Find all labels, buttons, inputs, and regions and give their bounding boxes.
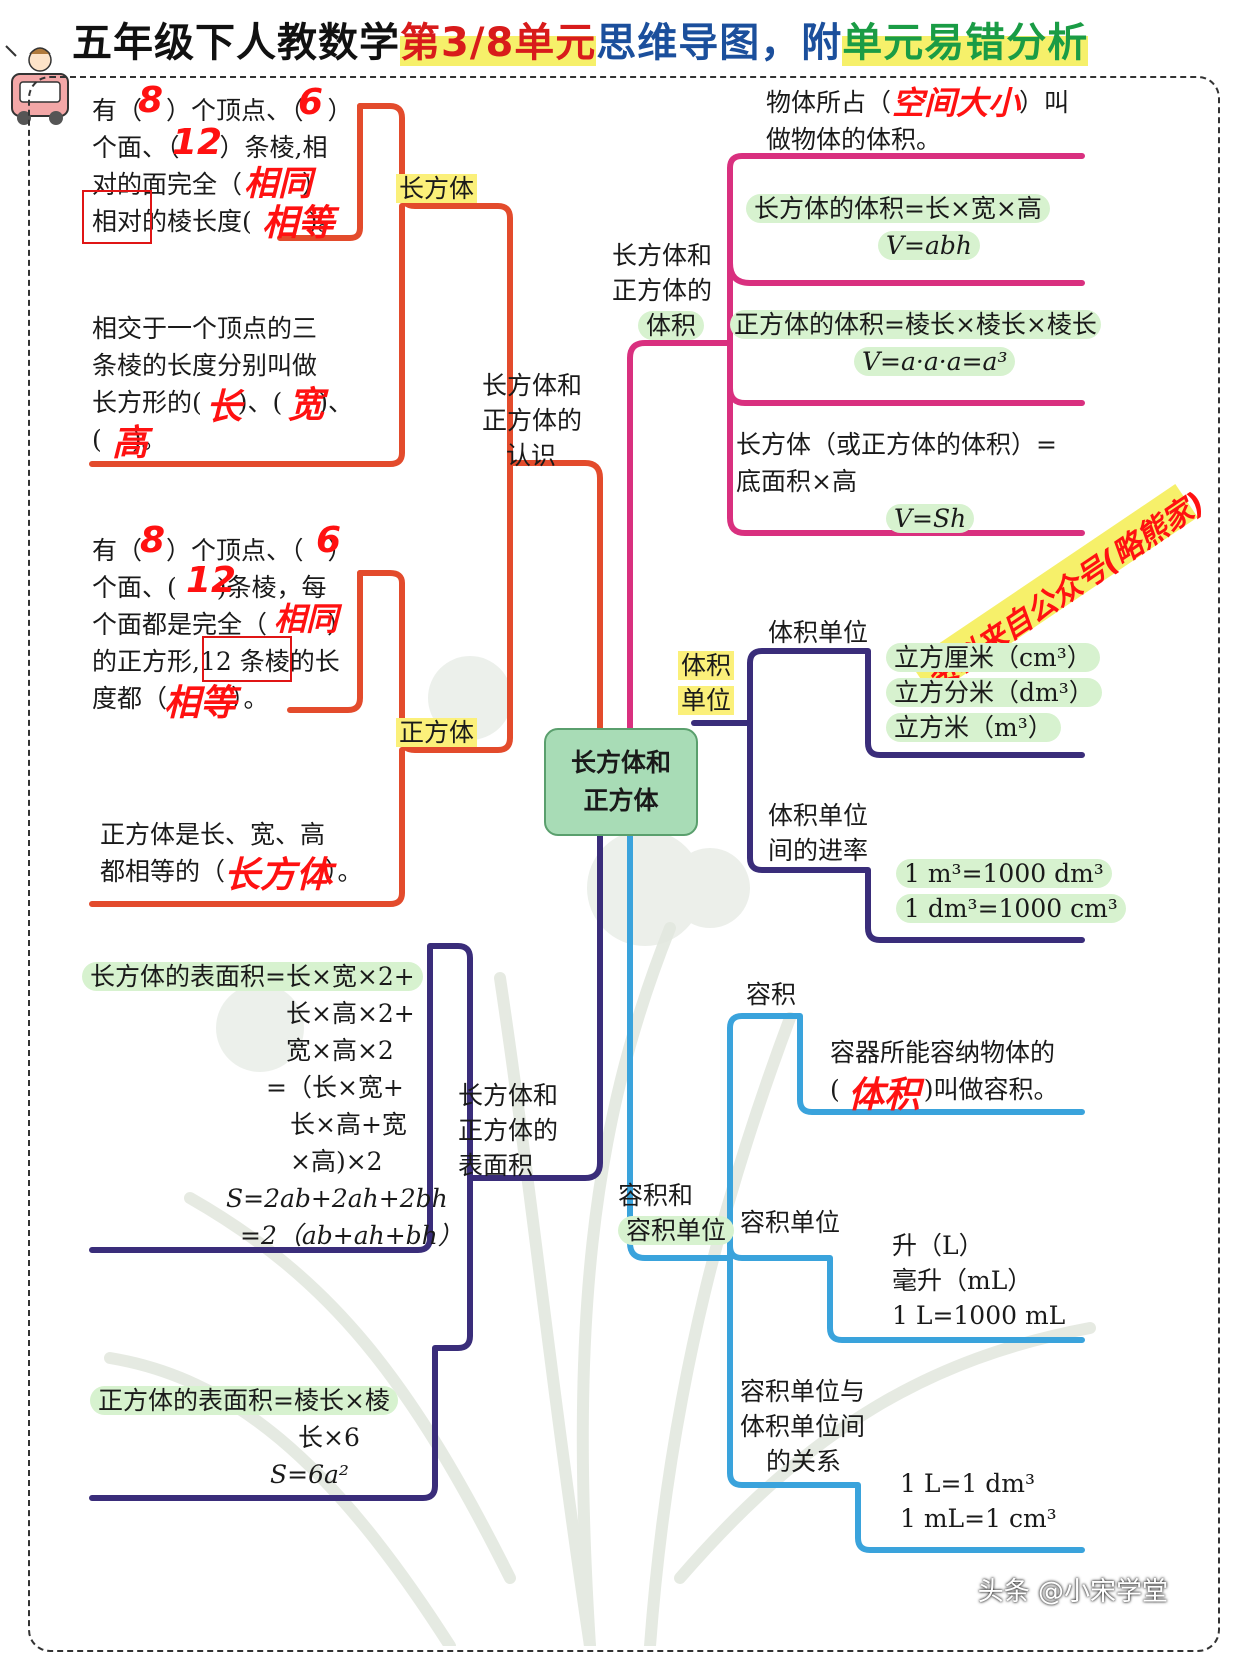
hw-box-12-edges xyxy=(202,636,292,682)
hw-volume: 体积 xyxy=(848,1075,921,1116)
capacity-definition: 容器所能容纳物体的 ()叫做容积。 xyxy=(830,1038,1059,1104)
cuboid-surface-formula: 长方体的表面积=长×宽×2+ 长×高×2+ 宽×高×2 =（长×宽+ 长×高+宽… xyxy=(82,958,463,1254)
recognition-line2: 正方体的 xyxy=(482,406,583,435)
hw-cube-equal: 相等 xyxy=(164,683,237,724)
cube-props: 有（）个顶点、（） 个面、()条棱，每 个面都是完全（） 的正方形,12 条棱的… xyxy=(92,536,353,713)
center-line2: 正方体 xyxy=(583,786,659,815)
plant-background xyxy=(104,656,1096,1646)
hw-cuboid-vertices: 8 xyxy=(138,80,164,121)
volume-definition: 物体所占（）叫 做物体的体积。 xyxy=(766,88,1070,154)
hw-cube-faces: 6 xyxy=(316,520,342,561)
units-node[interactable]: 体积单位 xyxy=(678,648,735,718)
cuboid-volume: 长方体的体积=长×宽×高 V=abh xyxy=(746,190,1050,264)
hw-cube-edges: 12 xyxy=(186,560,237,601)
conversion-label: 体积单位间的进率 xyxy=(768,801,869,865)
hw-cuboid-equal: 相等 xyxy=(262,203,335,244)
hw-box-opposite xyxy=(82,190,152,244)
cube-surface-formula: 正方体的表面积=棱长×棱 长×6 S=6a² xyxy=(90,1382,398,1493)
hw-cuboid-faces: 6 xyxy=(298,82,324,123)
capacity-node[interactable]: 容积和容积单位 xyxy=(618,1178,735,1248)
volume-unit-list: 立方厘米（cm³） 立方分米（dm³） 立方米（m³） xyxy=(886,640,1102,745)
cuboid-label[interactable]: 长方体 xyxy=(396,170,478,207)
cuboid-dims: 相交于一个顶点的三 条棱的长度分别叫做 长方形的()、()、 ()。 xyxy=(92,314,354,454)
volume-unit-label: 体积单位 xyxy=(768,618,869,647)
hw-cube-same: 相同 xyxy=(274,600,339,638)
hw-cuboid-edges: 12 xyxy=(172,122,223,163)
center-line1: 长方体和 xyxy=(570,748,671,777)
cube-volume: 正方体的体积=棱长×棱长×棱长 V=a·a·a=a³ xyxy=(730,306,1101,380)
car-icon xyxy=(5,45,69,125)
hw-width: 宽 xyxy=(288,385,325,426)
page-title: 五年级下人教数学第3/8单元思维导图，附单元易错分析 xyxy=(72,20,1089,66)
cube-special: 正方体是长、宽、高 都相等的（）。 xyxy=(100,820,363,886)
content-frame xyxy=(28,76,1220,1652)
recognition-line3: 认识 xyxy=(506,441,557,470)
hw-length: 长 xyxy=(206,387,243,428)
volume-node[interactable]: 长方体和正方体的体积 xyxy=(612,241,713,340)
hw-cuboid-same: 相同 xyxy=(244,164,312,204)
branch-lines xyxy=(89,103,1085,1553)
hw-height: 高 xyxy=(112,423,149,464)
watermark: 头条 @小宋学堂 xyxy=(977,1577,1168,1607)
general-volume: 长方体（或正方体的体积）= 底面积×高 V=Sh xyxy=(736,430,1057,533)
cuboid-props: 有（）个顶点、（） 个面、（）条棱,相 对的面完全（） 相对的棱长度()。 xyxy=(92,96,353,236)
hw-cube-is-cuboid: 长方体 xyxy=(224,855,333,896)
cube-label[interactable]: 正方体 xyxy=(396,714,478,751)
surface-node[interactable]: 长方体和正方体的表面积 xyxy=(458,1081,559,1180)
hw-cube-vertices: 8 xyxy=(140,520,166,561)
hw-space-size: 空间大小 xyxy=(892,84,1021,122)
header: 五年级下人教数学第3/8单元思维导图，附单元易错分析 xyxy=(0,0,1242,125)
relation-list: 1 L=1 dm³ 1 mL=1 cm³ xyxy=(900,1469,1057,1533)
capacity-unit-label: 容积单位 xyxy=(740,1208,841,1237)
recognition-line1: 长方体和 xyxy=(482,371,583,400)
center-node[interactable]: 长方体和正方体 xyxy=(544,728,698,836)
relation-label: 容积单位与体积单位间的关系 xyxy=(740,1377,866,1476)
capacity-label: 容积 xyxy=(746,980,797,1009)
conversion-list: 1 m³=1000 dm³ 1 dm³=1000 cm³ xyxy=(896,856,1126,926)
mind-map: 长方体和正方体 长方体和 正方体的 认识 长方体 正方体 有（）个顶点、（） 个… xyxy=(30,78,1214,1646)
recognition-node[interactable]: 长方体和 正方体的 认识 xyxy=(482,368,582,473)
capacity-unit-list: 升（L） 毫升（mL） 1 L=1000 mL xyxy=(892,1231,1066,1330)
